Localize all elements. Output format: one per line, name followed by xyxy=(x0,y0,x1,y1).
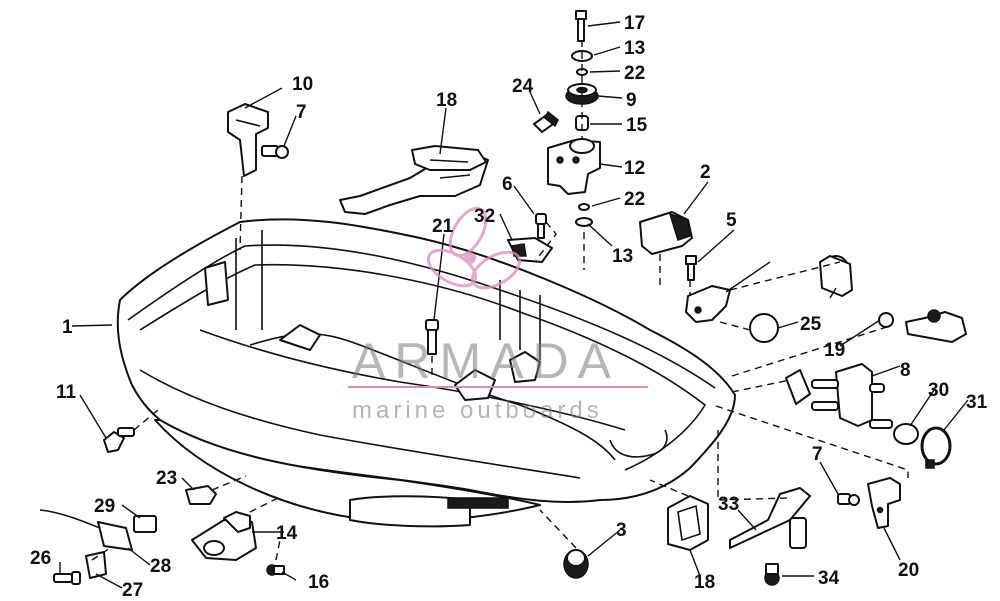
part-connector-19 xyxy=(785,363,893,429)
callout-26: 26 xyxy=(30,548,51,569)
part-cable-28 xyxy=(39,509,157,551)
part-plate-27 xyxy=(85,551,107,579)
callout-14: 14 xyxy=(276,523,298,544)
part-bracket-10 xyxy=(227,103,269,177)
part-grommet-3 xyxy=(563,549,589,579)
callout-15: 15 xyxy=(626,115,648,136)
callout-27: 27 xyxy=(122,580,143,601)
callout-3: 3 xyxy=(616,520,627,541)
callout-29: 29 xyxy=(94,496,115,517)
callout-22-lower: 22 xyxy=(624,189,645,210)
callout-20: 20 xyxy=(898,560,919,581)
part-screw-26 xyxy=(53,571,81,585)
callout-13-upper: 13 xyxy=(624,38,645,59)
callout-7-upper: 7 xyxy=(296,102,307,123)
part-screw-7-lower xyxy=(837,493,860,506)
part-plug-30 xyxy=(893,423,919,445)
callout-18-upper: 18 xyxy=(436,90,457,111)
callout-12: 12 xyxy=(624,158,645,179)
callout-23: 23 xyxy=(156,468,177,489)
callout-21: 21 xyxy=(432,216,454,237)
callout-25: 25 xyxy=(800,314,822,335)
callout-13-lower: 13 xyxy=(612,246,633,267)
callout-34: 34 xyxy=(818,568,840,589)
callout-11: 11 xyxy=(56,382,77,403)
callout-30: 30 xyxy=(928,380,949,401)
part-seal-18-lower xyxy=(667,495,709,551)
part-clip-32 xyxy=(507,237,553,263)
callout-33: 33 xyxy=(718,494,739,515)
part-screw-34 xyxy=(764,563,780,586)
lower-motor-cover xyxy=(116,218,736,528)
callout-9: 9 xyxy=(626,90,637,111)
alignment-lines xyxy=(91,40,909,561)
part-bracket-4 xyxy=(685,285,731,323)
callout-32: 32 xyxy=(474,206,495,227)
part-screw-6 xyxy=(535,213,547,239)
part-mount-14 xyxy=(191,511,257,561)
callout-1: 1 xyxy=(62,317,73,338)
watermark-tagline: marine outboards xyxy=(352,397,603,424)
callout-17: 17 xyxy=(624,13,645,34)
part-screw-16 xyxy=(266,564,285,576)
callout-16: 16 xyxy=(308,572,329,593)
part-screw-7-upper xyxy=(261,145,289,159)
callout-28: 28 xyxy=(150,556,171,577)
part-mount-12 xyxy=(547,138,601,195)
part-clip-23 xyxy=(185,485,217,505)
part-bracket-20 xyxy=(867,477,901,529)
part-washer-22-lower xyxy=(578,203,590,211)
part-fitting-8 xyxy=(878,309,967,343)
part-screw-24 xyxy=(533,110,559,133)
callout-24: 24 xyxy=(512,76,534,97)
leader-lines xyxy=(59,21,969,589)
callout-labels: 1 2 3 5 6 7 7 8 9 10 11 12 13 13 14 15 1… xyxy=(30,13,988,601)
callout-6: 6 xyxy=(502,174,513,195)
propeller-logo xyxy=(426,206,522,290)
part-screw-5 xyxy=(685,255,697,281)
part-stud-11 xyxy=(103,427,135,453)
watermark: ARMADA marine outboards xyxy=(348,206,648,424)
part-latch-18-upper xyxy=(339,145,489,215)
callout-2: 2 xyxy=(700,162,711,183)
watermark-brand: ARMADA xyxy=(352,333,620,389)
callout-7-lower: 7 xyxy=(812,444,823,465)
watermark-underline xyxy=(348,386,648,388)
callout-10: 10 xyxy=(292,74,313,95)
callout-31: 31 xyxy=(966,392,988,413)
part-clamp-31 xyxy=(920,426,952,469)
part-pad-2 xyxy=(639,211,693,255)
callout-19: 19 xyxy=(824,340,845,361)
callout-18-lower: 18 xyxy=(694,572,715,593)
callout-22-upper: 22 xyxy=(624,63,645,84)
part-bolt-17 xyxy=(575,10,587,42)
part-bracket-33 xyxy=(729,487,811,549)
part-bolt-21 xyxy=(425,319,439,355)
callout-8: 8 xyxy=(900,360,911,381)
callout-5: 5 xyxy=(726,210,737,231)
